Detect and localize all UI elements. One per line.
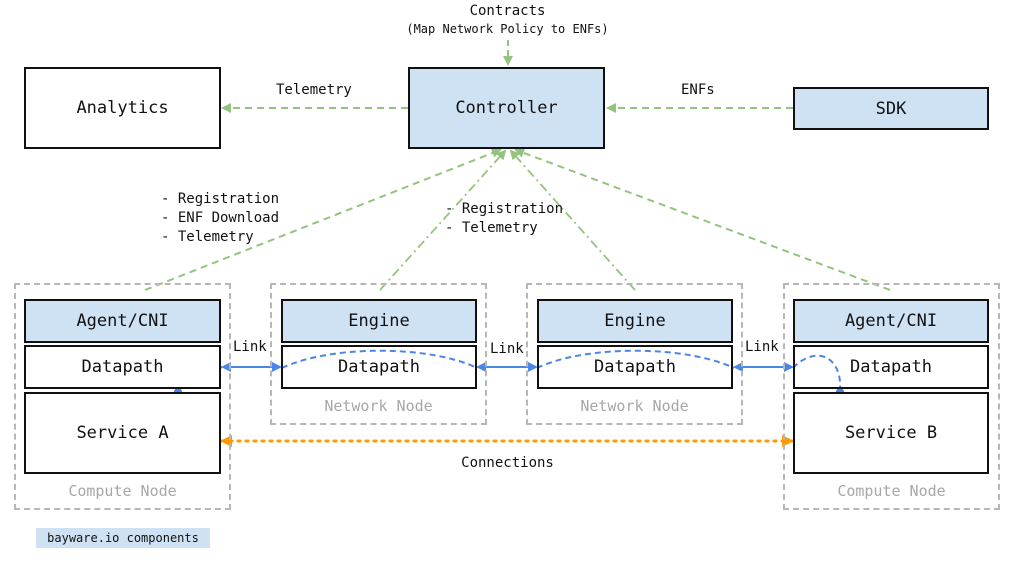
datapath-left-box[interactable]: Datapath <box>24 345 221 389</box>
datapath-left-label: Datapath <box>81 357 164 377</box>
link-2-label: Link <box>490 341 524 357</box>
link-3-label: Link <box>745 339 779 355</box>
network-node-2-group <box>526 283 743 425</box>
datapath-right-label: Datapath <box>850 357 932 377</box>
data-flow-path-engine-1 <box>281 349 478 369</box>
agent-cni-left-label: Agent/CNI <box>76 311 169 331</box>
service-a-label: Service A <box>76 423 169 443</box>
data-flow-path-engine-2 <box>536 349 735 369</box>
agent-telemetry-label: - Telemetry <box>161 229 254 245</box>
datapath-network-2-box[interactable]: Datapath <box>537 345 733 389</box>
compute-node-right-group <box>783 283 1000 510</box>
engine-2-control-arrow <box>509 149 636 291</box>
enfs-label: ENFs <box>681 82 715 98</box>
controller-label: Controller <box>455 98 558 118</box>
analytics-label: Analytics <box>76 98 169 118</box>
contracts-title: Contracts <box>469 3 546 19</box>
agent-cni-right-label: Agent/CNI <box>844 311 938 331</box>
network-node-1-caption: Network Node <box>324 397 433 415</box>
agent-cni-right-box[interactable]: Agent/CNI <box>793 299 989 343</box>
agent-cni-left-box[interactable]: Agent/CNI <box>24 299 221 343</box>
datapath-network-2-label: Datapath <box>594 357 676 377</box>
connections-label: Connections <box>461 455 554 471</box>
service-b-box[interactable]: Service B <box>793 392 989 474</box>
controller-box[interactable]: Controller <box>408 67 605 149</box>
agent-registration-label: - Registration <box>161 191 280 207</box>
datapath-network-1-label: Datapath <box>338 357 420 377</box>
datapath-right-box[interactable]: Datapath <box>793 345 989 389</box>
sdk-label: SDK <box>875 98 907 119</box>
agent-right-control-arrow <box>514 148 891 291</box>
link-1-label: Link <box>233 339 267 355</box>
engine-2-label: Engine <box>604 311 666 331</box>
compute-node-right-caption: Compute Node <box>837 482 946 500</box>
network-node-2-caption: Network Node <box>580 397 689 415</box>
engine-1-label: Engine <box>348 311 410 331</box>
contracts-subtitle: (Map Network Policy to ENFs) <box>406 22 609 36</box>
agent-left-control-arrow <box>144 148 502 291</box>
telemetry-label: Telemetry <box>276 82 352 98</box>
datapath-network-1-box[interactable]: Datapath <box>281 345 477 389</box>
compute-node-left-group <box>14 283 231 510</box>
network-node-1-group <box>270 283 487 425</box>
service-b-label: Service B <box>844 423 938 443</box>
sdk-box[interactable]: SDK <box>793 87 989 130</box>
service-a-box[interactable]: Service A <box>24 392 221 474</box>
agent-enf-download-label: - ENF Download <box>161 210 280 226</box>
engine-telemetry-label: - Telemetry <box>445 220 538 236</box>
legend-bayware-components: bayware.io components <box>36 528 210 548</box>
engine-1-control-arrow <box>379 149 507 291</box>
engine-2-box[interactable]: Engine <box>537 299 733 343</box>
engine-1-box[interactable]: Engine <box>281 299 477 343</box>
engine-registration-label: - Registration <box>445 201 564 217</box>
compute-node-left-caption: Compute Node <box>68 482 177 500</box>
analytics-box[interactable]: Analytics <box>24 67 221 149</box>
